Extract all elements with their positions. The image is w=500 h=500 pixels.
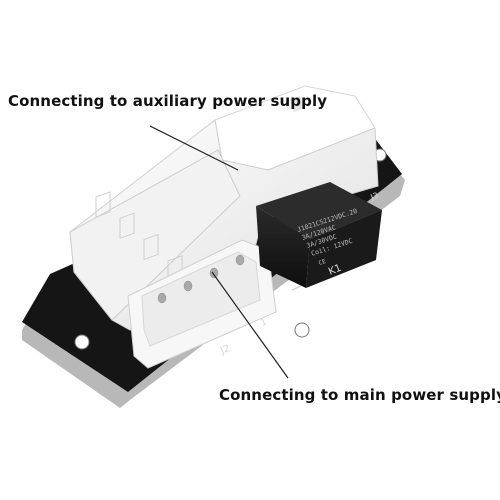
pin-icon xyxy=(183,280,193,292)
label-j3: J3 xyxy=(368,191,379,203)
relay-body xyxy=(256,206,310,288)
relay-ce-mark: CE xyxy=(318,258,327,267)
pin-icon xyxy=(209,267,219,279)
pin-icon xyxy=(235,254,245,266)
label-pin-1: 1 xyxy=(259,317,268,328)
aux-pin-slots xyxy=(95,191,183,282)
mounting-hole-left xyxy=(74,334,90,350)
mounting-hole-bottom xyxy=(294,322,310,338)
main-connector-pins xyxy=(157,254,245,304)
callout-auxiliary-power: Connecting to auxiliary power supply xyxy=(8,92,328,110)
relay-top xyxy=(256,182,382,240)
pin-icon xyxy=(157,292,167,304)
label-j2: J2 xyxy=(218,343,232,357)
relay-side xyxy=(306,210,382,288)
callout-main-power: Connecting to main power supply xyxy=(219,386,500,404)
main-connector-well xyxy=(141,251,261,347)
auxiliary-connector xyxy=(69,85,379,331)
label-k1: K1 xyxy=(327,263,343,278)
main-connector xyxy=(127,239,277,369)
leader-line-auxiliary xyxy=(149,125,239,171)
relay-k1: J1021CS212VDC.20 3A/120VAC 3A/30VDC Coil… xyxy=(256,182,382,288)
aux-latch xyxy=(290,96,304,112)
leader-line-main xyxy=(211,271,289,379)
